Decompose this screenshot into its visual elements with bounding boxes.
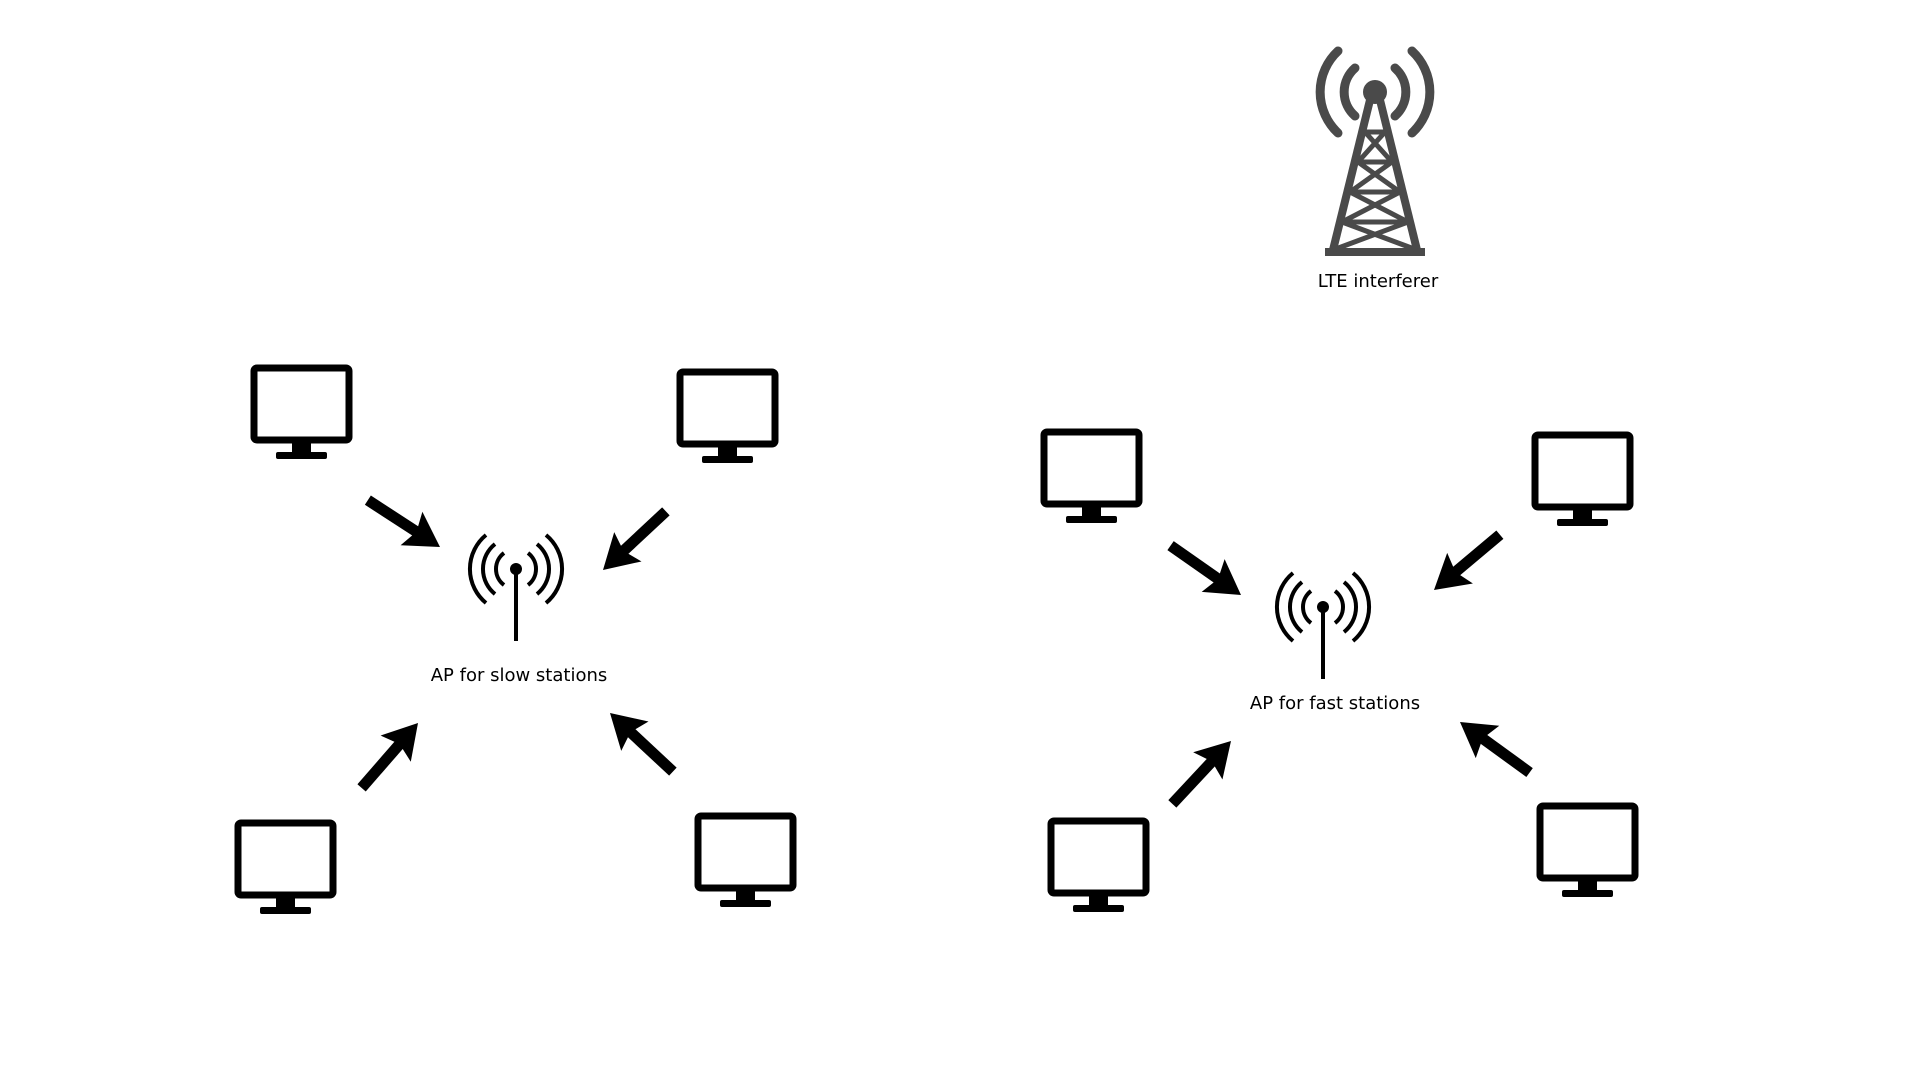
wireless-access-point-icon [467,533,565,643]
computer-monitor-icon [1535,435,1630,526]
arrow-icon [596,698,686,786]
arrow-icon [1159,529,1252,611]
arrow-icon [346,710,433,801]
lte-interferer-label: LTE interferer [1318,271,1439,292]
ap-slow: AP for slow stations [431,533,608,686]
arrow-icon [1158,727,1246,817]
ap-fast: AP for fast stations [1250,571,1420,714]
ap-fast-label: AP for fast stations [1250,693,1420,714]
computer-monitor-icon [238,823,333,914]
lte-interferer: LTE interferer [1315,46,1439,292]
computer-monitor-icon [1044,432,1139,523]
arrow-icon [1421,519,1513,605]
slow-stations-cluster: AP for slow stations [238,368,793,914]
arrow-icon [357,483,451,563]
fast-stations-cluster: AP for fast stations [1044,432,1635,912]
ap-slow-label: AP for slow stations [431,665,608,686]
computer-monitor-icon [698,816,793,907]
computer-monitor-icon [680,372,775,463]
arrow-icon [1448,706,1541,789]
computer-monitor-icon [254,368,349,459]
computer-monitor-icon [1051,821,1146,912]
computer-monitor-icon [1540,806,1635,897]
arrow-icon [589,497,679,585]
cell-tower-icon [1315,46,1435,256]
wireless-access-point-icon [1274,571,1372,681]
